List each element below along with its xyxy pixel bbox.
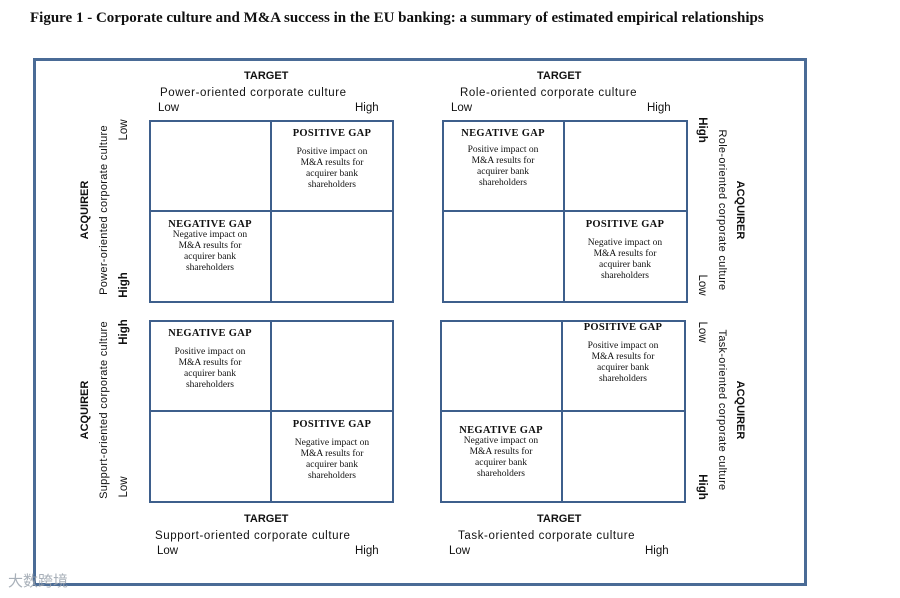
gap-title: POSITIVE GAP	[583, 322, 663, 333]
target-label-task: TARGET	[537, 513, 582, 525]
acquirer-low-role: Low	[696, 274, 708, 296]
gap-cell-support-2: POSITIVE GAP Negative impact on M&A resu…	[272, 419, 392, 482]
gap-description: Positive impact on M&A results for acqui…	[174, 347, 246, 390]
gap-title: NEGATIVE GAP	[168, 219, 252, 230]
gap-description: Positive impact on M&A results for acqui…	[296, 147, 368, 190]
acquirer-label-task: ACQUIRER	[734, 380, 746, 440]
gap-cell-task-1: POSITIVE GAP Positive impact on M&A resu…	[563, 322, 683, 385]
target-label-role: TARGET	[537, 70, 582, 82]
gap-cell-power-1: POSITIVE GAP Positive impact on M&A resu…	[272, 128, 392, 191]
gap-title: POSITIVE GAP	[292, 128, 372, 139]
target-label-power: TARGET	[244, 70, 289, 82]
acquirer-culture-support: Support-oriented corporate culture	[98, 321, 110, 499]
acquirer-low-task: Low	[696, 321, 708, 343]
acquirer-culture-task: Task-oriented corporate culture	[716, 329, 728, 491]
gap-cell-task-2: NEGATIVE GAP Negative impact on M&A resu…	[441, 425, 561, 480]
acquirer-culture-role: Role-oriented corporate culture	[716, 129, 728, 291]
gap-description: Negative impact on M&A results for acqui…	[463, 436, 539, 479]
watermark-logo: 大数跨境	[8, 572, 69, 590]
acquirer-low-power: Low	[118, 119, 130, 141]
gap-description: Negative impact on M&A results for acqui…	[294, 438, 370, 481]
gap-description: Negative impact on M&A results for acqui…	[587, 238, 663, 281]
gap-description: Positive impact on M&A results for acqui…	[467, 145, 539, 188]
gap-title: NEGATIVE GAP	[459, 425, 543, 436]
target-label-support: TARGET	[244, 513, 289, 525]
gap-description: Positive impact on M&A results for acqui…	[587, 341, 659, 384]
target-culture-support: Support-oriented corporate culture	[155, 530, 351, 542]
target-high-power: High	[355, 102, 379, 114]
gap-title: NEGATIVE GAP	[461, 128, 545, 139]
acquirer-high-task: High	[696, 474, 708, 500]
target-low-task: Low	[449, 545, 471, 557]
target-low-support: Low	[157, 545, 179, 557]
target-culture-power: Power-oriented corporate culture	[160, 87, 347, 99]
acquirer-label-support: ACQUIRER	[79, 380, 91, 440]
gap-cell-support-1: NEGATIVE GAP Positive impact on M&A resu…	[150, 328, 270, 391]
target-culture-role: Role-oriented corporate culture	[460, 87, 638, 99]
acquirer-high-role: High	[696, 117, 708, 143]
acquirer-label-role: ACQUIRER	[734, 180, 746, 240]
matrix-divider	[440, 410, 686, 412]
matrix-divider	[149, 410, 394, 412]
gap-cell-role-1: NEGATIVE GAP Positive impact on M&A resu…	[443, 128, 563, 189]
target-high-support: High	[355, 545, 379, 557]
gap-title: POSITIVE GAP	[292, 419, 372, 430]
gap-cell-power-2: NEGATIVE GAP Negative impact on M&A resu…	[150, 219, 270, 274]
figure-title: Figure 1 - Corporate culture and M&A suc…	[30, 10, 764, 26]
diagram-frame	[33, 58, 807, 586]
target-high-role: High	[647, 102, 671, 114]
acquirer-culture-power: Power-oriented corporate culture	[98, 125, 110, 295]
gap-description: Negative impact on M&A results for acqui…	[172, 230, 248, 273]
matrix-divider	[442, 210, 688, 212]
acquirer-high-power: High	[118, 272, 130, 298]
gap-title: NEGATIVE GAP	[168, 328, 252, 339]
target-low-role: Low	[451, 102, 473, 114]
gap-title: POSITIVE GAP	[585, 219, 665, 230]
target-high-task: High	[645, 545, 669, 557]
target-culture-task: Task-oriented corporate culture	[458, 530, 636, 542]
acquirer-low-support: Low	[118, 476, 130, 498]
acquirer-label-power: ACQUIRER	[79, 180, 91, 240]
target-low-power: Low	[158, 102, 180, 114]
matrix-divider	[149, 210, 394, 212]
acquirer-high-support: High	[118, 319, 130, 345]
gap-cell-role-2: POSITIVE GAP Negative impact on M&A resu…	[565, 219, 685, 282]
